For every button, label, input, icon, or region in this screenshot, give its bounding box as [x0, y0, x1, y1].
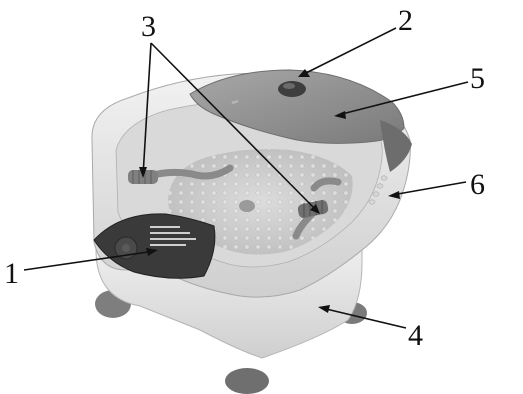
vent-hole	[381, 176, 387, 180]
callout-4: 4	[408, 319, 423, 352]
center-bubble-dome	[239, 200, 255, 212]
vent-hole	[369, 200, 375, 204]
control-knob-center	[122, 244, 130, 252]
top-button-highlight	[283, 83, 295, 89]
vent-hole	[373, 192, 379, 196]
callout-1: 1	[4, 257, 19, 290]
top-button	[278, 81, 306, 97]
callout-5: 5	[470, 62, 485, 95]
callout-3: 3	[141, 10, 156, 43]
callout-2: 2	[398, 4, 413, 37]
foot-front-right	[225, 368, 269, 394]
vent-hole	[377, 184, 383, 188]
callout-6: 6	[470, 168, 485, 201]
leader-2	[302, 28, 396, 75]
